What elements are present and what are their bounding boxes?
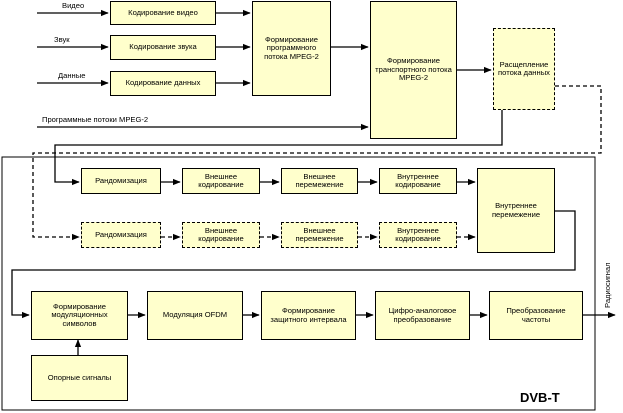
randomization-block: Рандомизация	[81, 168, 161, 194]
guard-interval-block: Формирование защитного интервала	[261, 291, 356, 340]
inner-coding-block-2: Внутреннее кодирование	[379, 222, 457, 248]
outer-interleaving-block-2: Внешнее перемежение	[281, 222, 358, 248]
transport-stream-block: Формирование транспортного потока MPEG-2	[370, 1, 457, 139]
sound-coding-block: Кодирование звука	[110, 35, 216, 60]
label-dvb-t: DVB-T	[520, 390, 560, 405]
frequency-conversion-block: Преобразование частоты	[489, 291, 583, 340]
arrow-split-to-row2-dashed	[32, 85, 602, 241]
outer-interleaving-block: Внешнее перемежение	[281, 168, 358, 194]
video-coding-block: Кодирование видео	[110, 1, 216, 25]
arrow-split-to-row1	[54, 110, 503, 186]
label-data-input: Данные	[58, 71, 86, 80]
label-video-input: Видео	[62, 1, 85, 10]
label-program-streams-input: Программные потоки MPEG-2	[42, 115, 149, 124]
outer-coding-block: Внешнее кодирование	[182, 168, 260, 194]
ofdm-modulation-block: Модуляция OFDM	[147, 291, 243, 340]
arrow-interleave-to-bottom	[11, 210, 576, 319]
symbol-forming-block: Формирование модуляционных символов	[31, 291, 128, 340]
program-stream-block: Формирование программного потока MPEG-2	[252, 1, 331, 96]
label-radio-signal: Радиосигнал	[603, 262, 612, 308]
label-sound-input: Звук	[54, 35, 70, 44]
data-coding-block: Кодирование данных	[110, 71, 216, 96]
stream-split-block: Расщепление потока данных	[493, 28, 555, 110]
pilot-signals-block: Опорные сигналы	[31, 355, 128, 401]
inner-coding-block: Внутреннее кодирование	[379, 168, 457, 194]
randomization-block-2: Рандомизация	[81, 222, 161, 248]
dac-block: Цифро-аналоговое преобразование	[375, 291, 470, 340]
outer-coding-block-2: Внешнее кодирование	[182, 222, 260, 248]
inner-interleaving-block: Внутреннее перемежение	[477, 168, 555, 253]
